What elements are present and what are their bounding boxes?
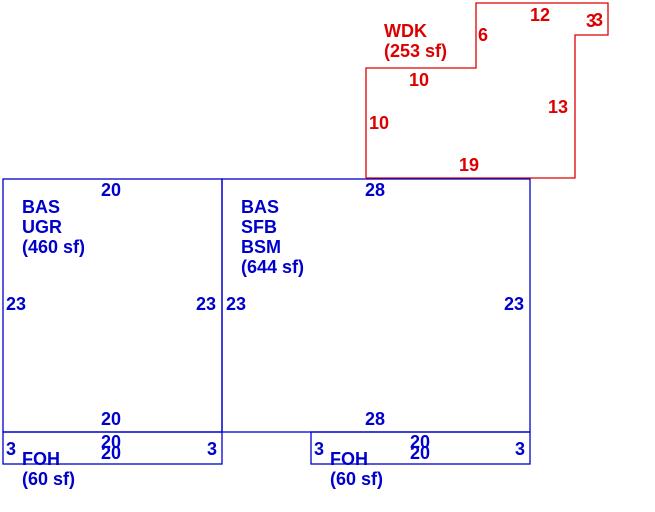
bas-sfb-bsm-area-label: BAS SFB BSM (644 sf) xyxy=(241,197,304,277)
foh-left-area-label: FOH (60 sf) xyxy=(22,449,75,489)
foh-right-outline xyxy=(310,431,531,465)
bas-ugr-dim-top: 20 xyxy=(101,180,121,200)
foh-left-dim-bottom: 20 xyxy=(101,443,121,463)
bas-ugr-dim-right: 23 xyxy=(196,294,216,314)
foh-left-dim-top: 20 xyxy=(101,432,121,452)
bas-ugr-dim-left: 23 xyxy=(6,294,26,314)
bas-sfb-bsm-dim-right: 23 xyxy=(504,294,524,314)
bas-ugr-area-label: BAS UGR (460 sf) xyxy=(22,197,85,257)
bas-sfb-bsm-dim-left: 23 xyxy=(226,294,246,314)
bas-sfb-bsm-dim-bottom: 28 xyxy=(365,409,385,429)
wdk-dim-notch-a: 3 xyxy=(586,11,596,31)
wdk-dim-bottom: 19 xyxy=(459,155,479,175)
foh-right-dim-right: 3 xyxy=(515,439,525,459)
foh-right-area-label: FOH (60 sf) xyxy=(330,449,383,489)
wdk-dim-notch-b: 3 xyxy=(593,10,603,30)
foh-right-dim-bottom: 20 xyxy=(410,443,430,463)
foh-left-dim-right: 3 xyxy=(207,439,217,459)
wdk-dim-left-top: 10 xyxy=(409,70,429,90)
wdk-dim-right: 13 xyxy=(548,97,568,117)
bas-sfb-bsm-dim-top: 28 xyxy=(365,180,385,200)
foh-right-dim-left: 3 xyxy=(314,439,324,459)
bas-ugr-dim-bottom: 20 xyxy=(101,409,121,429)
wdk-area-label: WDK (253 sf) xyxy=(384,21,447,61)
foh-right-dim-top: 20 xyxy=(410,432,430,452)
wdk-dim-left: 10 xyxy=(369,113,389,133)
wdk-outline xyxy=(365,2,609,179)
foh-left-outline xyxy=(2,431,223,465)
foh-left-dim-left: 3 xyxy=(6,439,16,459)
wdk-dim-top: 12 xyxy=(530,5,550,25)
wdk-dim-step: 6 xyxy=(478,25,488,45)
